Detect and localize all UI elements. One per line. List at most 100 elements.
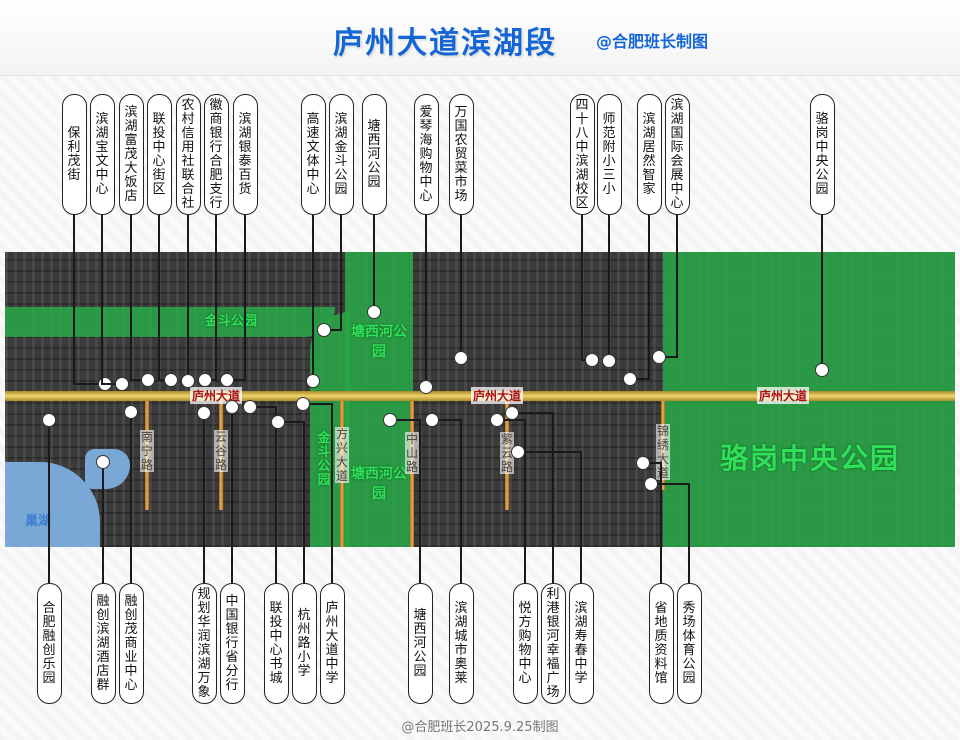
poi-marker[interactable] <box>419 380 433 394</box>
poi-marker[interactable] <box>383 413 397 427</box>
poi-marker[interactable] <box>623 372 637 386</box>
page-title: 庐州大道滨湖段 <box>333 26 557 61</box>
poi-marker[interactable] <box>141 373 155 387</box>
poi-marker[interactable] <box>317 323 331 337</box>
poi-marker[interactable] <box>511 445 525 459</box>
bottom-poi-label[interactable]: 杭州路小学 <box>291 583 317 704</box>
poi-marker[interactable] <box>164 373 178 387</box>
bottom-poi-label[interactable]: 融创茂商业中心 <box>118 583 144 704</box>
bottom-poi-label[interactable]: 融创滨湖酒店群 <box>90 583 116 704</box>
top-poi-label[interactable]: 滨湖富茂大饭店 <box>118 94 144 215</box>
satellite-map[interactable]: 庐州大道 庐州大道 庐州大道 金斗公园 塘西河公园 塘西河公园 金斗公园 骆岗中… <box>5 252 955 547</box>
bottom-poi-label[interactable]: 庐州大道中学 <box>319 583 345 704</box>
bottom-poi-label[interactable]: 塘西河公园 <box>407 583 433 704</box>
top-poi-label[interactable]: 滨湖居然智家 <box>636 94 662 215</box>
leader-line <box>659 215 678 358</box>
bottom-poi-label-text: 庐州大道中学 <box>325 600 339 686</box>
bottom-poi-label-text: 规划华润滨湖万象 <box>197 586 211 700</box>
top-poi-label[interactable]: 骆岗中央公园 <box>809 94 835 215</box>
top-poi-label[interactable]: 四十八中滨湖校区 <box>569 94 595 215</box>
leader-line <box>227 215 246 381</box>
poi-marker[interactable] <box>197 406 211 420</box>
bottom-poi-label-text: 融创滨湖酒店群 <box>96 593 110 693</box>
poi-marker[interactable] <box>243 400 257 414</box>
poi-marker[interactable] <box>652 350 666 364</box>
top-poi-label[interactable]: 爱琴海购物中心 <box>413 94 439 215</box>
poi-marker[interactable] <box>815 363 829 377</box>
bottom-poi-label-text: 秀场体育公园 <box>682 600 696 686</box>
bottom-poi-label-text: 滨湖城市奥莱 <box>454 600 468 686</box>
poi-marker[interactable] <box>585 353 599 367</box>
poi-marker[interactable] <box>454 351 468 365</box>
bottom-poi-label[interactable]: 规划华润滨湖万象 <box>191 583 217 704</box>
bottom-poi-label[interactable]: 秀场体育公园 <box>676 583 702 704</box>
bottom-poi-label[interactable]: 省地质资料馆 <box>648 583 674 704</box>
bottom-poi-label-text: 塘西河公园 <box>413 607 427 679</box>
bottom-poi-label[interactable]: 悦方购物中心 <box>512 583 538 704</box>
top-poi-label[interactable]: 徽商银行合肥支行 <box>203 94 229 215</box>
poi-marker[interactable] <box>505 406 519 420</box>
bottom-poi-label[interactable]: 中国银行省分行 <box>219 583 245 704</box>
road-label-ziyun: 紫云路 <box>500 432 514 474</box>
top-poi-label[interactable]: 滨湖国际会展中心 <box>664 94 690 215</box>
top-poi-label[interactable]: 高速文体中心 <box>300 94 326 215</box>
bottom-poi-label[interactable]: 联投中心书城 <box>263 583 289 704</box>
bottom-poi-label[interactable]: 合肥融创乐园 <box>36 583 62 704</box>
poi-marker[interactable] <box>296 397 310 411</box>
pond <box>85 449 130 489</box>
author-credit: @合肥班长制图 <box>596 32 709 51</box>
park-label-tangxihe-1: 塘西河公园 <box>351 324 407 360</box>
top-poi-label[interactable]: 滨湖银泰百货 <box>232 94 258 215</box>
top-poi-label[interactable]: 保利茂街 <box>61 94 87 215</box>
poi-marker[interactable] <box>181 374 195 388</box>
top-poi-label-text: 万国农贸菜市场 <box>454 104 468 204</box>
poi-marker[interactable] <box>96 455 110 469</box>
road-label-jinxiu: 锦绣大道 <box>656 424 670 480</box>
road-label-luzhou-1: 庐州大道 <box>190 387 243 404</box>
poi-marker[interactable] <box>490 413 504 427</box>
leader-line <box>518 451 582 583</box>
poi-marker[interactable] <box>367 305 381 319</box>
park-label-tangxihe-2: 塘西河公园 <box>351 466 407 502</box>
bottom-poi-label[interactable]: 滨湖城市奥莱 <box>448 583 474 704</box>
leader-line <box>73 215 105 385</box>
poi-marker[interactable] <box>115 377 129 391</box>
top-poi-label[interactable]: 滨湖金斗公园 <box>328 94 354 215</box>
top-poi-label[interactable]: 塘西河公园 <box>361 94 387 215</box>
leader-line <box>432 419 462 583</box>
top-poi-label-text: 高速文体中心 <box>306 111 320 197</box>
poi-marker[interactable] <box>602 354 616 368</box>
road-label-fangxing: 方兴大道 <box>335 427 349 483</box>
leader-line <box>303 403 333 583</box>
poi-marker[interactable] <box>425 413 439 427</box>
leader-line <box>651 483 690 583</box>
top-poi-label-text: 滨湖居然智家 <box>642 111 656 197</box>
poi-marker[interactable] <box>220 373 234 387</box>
poi-marker[interactable] <box>124 405 138 419</box>
poi-marker[interactable] <box>198 373 212 387</box>
top-poi-label-text: 滨湖国际会展中心 <box>670 97 684 211</box>
road-label-text: 云谷路 <box>214 430 227 472</box>
top-poi-label[interactable]: 联投中心街区 <box>146 94 172 215</box>
road-label-luzhou-2: 庐州大道 <box>471 387 524 404</box>
top-poi-label[interactable]: 师范附小三小 <box>596 94 622 215</box>
poi-marker[interactable] <box>306 374 320 388</box>
road-label-text: 锦绣大道 <box>656 424 669 480</box>
road-label-text: 紫云路 <box>500 432 513 474</box>
top-poi-label[interactable]: 滨湖宝文中心 <box>89 94 115 215</box>
poi-marker[interactable] <box>636 456 650 470</box>
bottom-poi-label[interactable]: 利港银河幸福广场 <box>540 583 566 704</box>
top-poi-label-text: 四十八中滨湖校区 <box>575 97 589 211</box>
poi-marker[interactable] <box>225 400 239 414</box>
poi-marker[interactable] <box>271 415 285 429</box>
top-poi-label[interactable]: 万国农贸菜市场 <box>448 94 474 215</box>
bottom-poi-label[interactable]: 滨湖寿春中学 <box>568 583 594 704</box>
poi-marker[interactable] <box>644 477 658 491</box>
leader-line <box>205 215 217 381</box>
poi-marker[interactable] <box>42 413 56 427</box>
bottom-poi-label-text: 省地质资料馆 <box>654 600 668 686</box>
top-poi-label[interactable]: 农村信用社联合社 <box>175 94 201 215</box>
road-label-text: 中山路 <box>405 432 418 474</box>
leader-line <box>101 215 122 385</box>
lake-label-chaohu: 巢湖 <box>25 514 52 529</box>
